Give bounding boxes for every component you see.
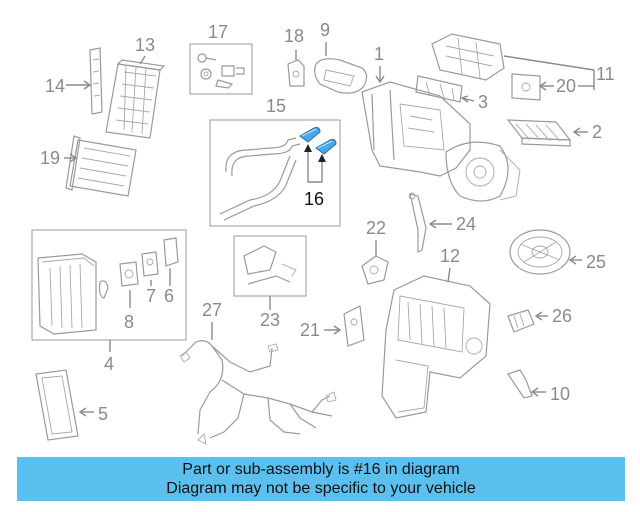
banner-line-2: Diagram may not be specific to your vehi… — [166, 480, 476, 497]
callout-16: 16 — [304, 189, 324, 209]
part-27-wiring-harness — [179, 340, 337, 445]
callout-27: 27 — [202, 300, 222, 320]
info-banner: Part or sub-assembly is #16 in diagram D… — [17, 457, 625, 501]
part-2-filter — [506, 119, 572, 147]
callout-2: 2 — [592, 122, 602, 142]
part-10-sensor — [507, 369, 533, 399]
callout-23: 23 — [260, 310, 280, 330]
callout-1: 1 — [374, 44, 384, 64]
part-20-actuator — [511, 73, 541, 101]
callout-25: 25 — [586, 252, 606, 272]
callout-3: 3 — [478, 92, 488, 112]
callout-20: 20 — [556, 76, 576, 96]
part-15-box — [209, 119, 341, 227]
callout-21: 21 — [300, 320, 320, 340]
parts-diagram: 13 14 19 17 18 9 — [31, 20, 615, 445]
part-26-element — [507, 309, 535, 333]
part-1-hvac-case — [361, 81, 521, 202]
callout-12: 12 — [440, 246, 460, 266]
callout-4: 4 — [104, 354, 114, 374]
part-7-bracket — [141, 251, 159, 277]
part-17-hardware — [197, 53, 245, 89]
callout-24: 24 — [456, 214, 476, 234]
part-24-link — [408, 192, 427, 253]
part-22-sensor — [361, 255, 389, 285]
callout-6: 6 — [164, 286, 174, 306]
part-11-upper-duct — [431, 33, 505, 81]
callout-26: 26 — [552, 306, 572, 326]
callout-8: 8 — [124, 312, 134, 332]
callout-9: 9 — [320, 20, 330, 40]
callout-14: 14 — [45, 76, 65, 96]
callout-17: 17 — [208, 22, 228, 42]
callout-10: 10 — [550, 384, 570, 404]
part-6-sensor — [163, 237, 179, 267]
banner-line-1: Part or sub-assembly is #16 in diagram — [182, 461, 460, 478]
part-4-box — [31, 229, 187, 341]
part-4-evaporator-assy — [37, 253, 109, 335]
callout-15: 15 — [266, 96, 286, 116]
callout-5: 5 — [98, 404, 108, 424]
callout-18: 18 — [284, 26, 304, 46]
part-23-bracket — [243, 245, 297, 285]
part-18-clip — [287, 59, 305, 87]
part-17-box — [189, 43, 253, 95]
part-16-o-rings — [299, 127, 337, 155]
part-21-bracket — [343, 305, 365, 347]
part-14-bracket — [89, 47, 103, 115]
part-13-evaporator — [105, 59, 166, 139]
part-9-gasket — [314, 58, 368, 94]
part-19-heater-core — [65, 135, 137, 197]
part-3-duct — [415, 75, 463, 103]
callout-19: 19 — [40, 148, 60, 168]
callout-7: 7 — [146, 286, 156, 306]
part-5-seal — [35, 369, 79, 441]
callout-11: 11 — [596, 64, 615, 84]
part-25-blower — [509, 229, 571, 275]
part-8-valve — [119, 261, 139, 287]
part-15-hoses — [219, 137, 301, 221]
part-23-box — [233, 235, 307, 297]
callout-22: 22 — [366, 218, 386, 238]
part-12-lower-case — [381, 275, 491, 419]
callout-13: 13 — [135, 35, 155, 55]
